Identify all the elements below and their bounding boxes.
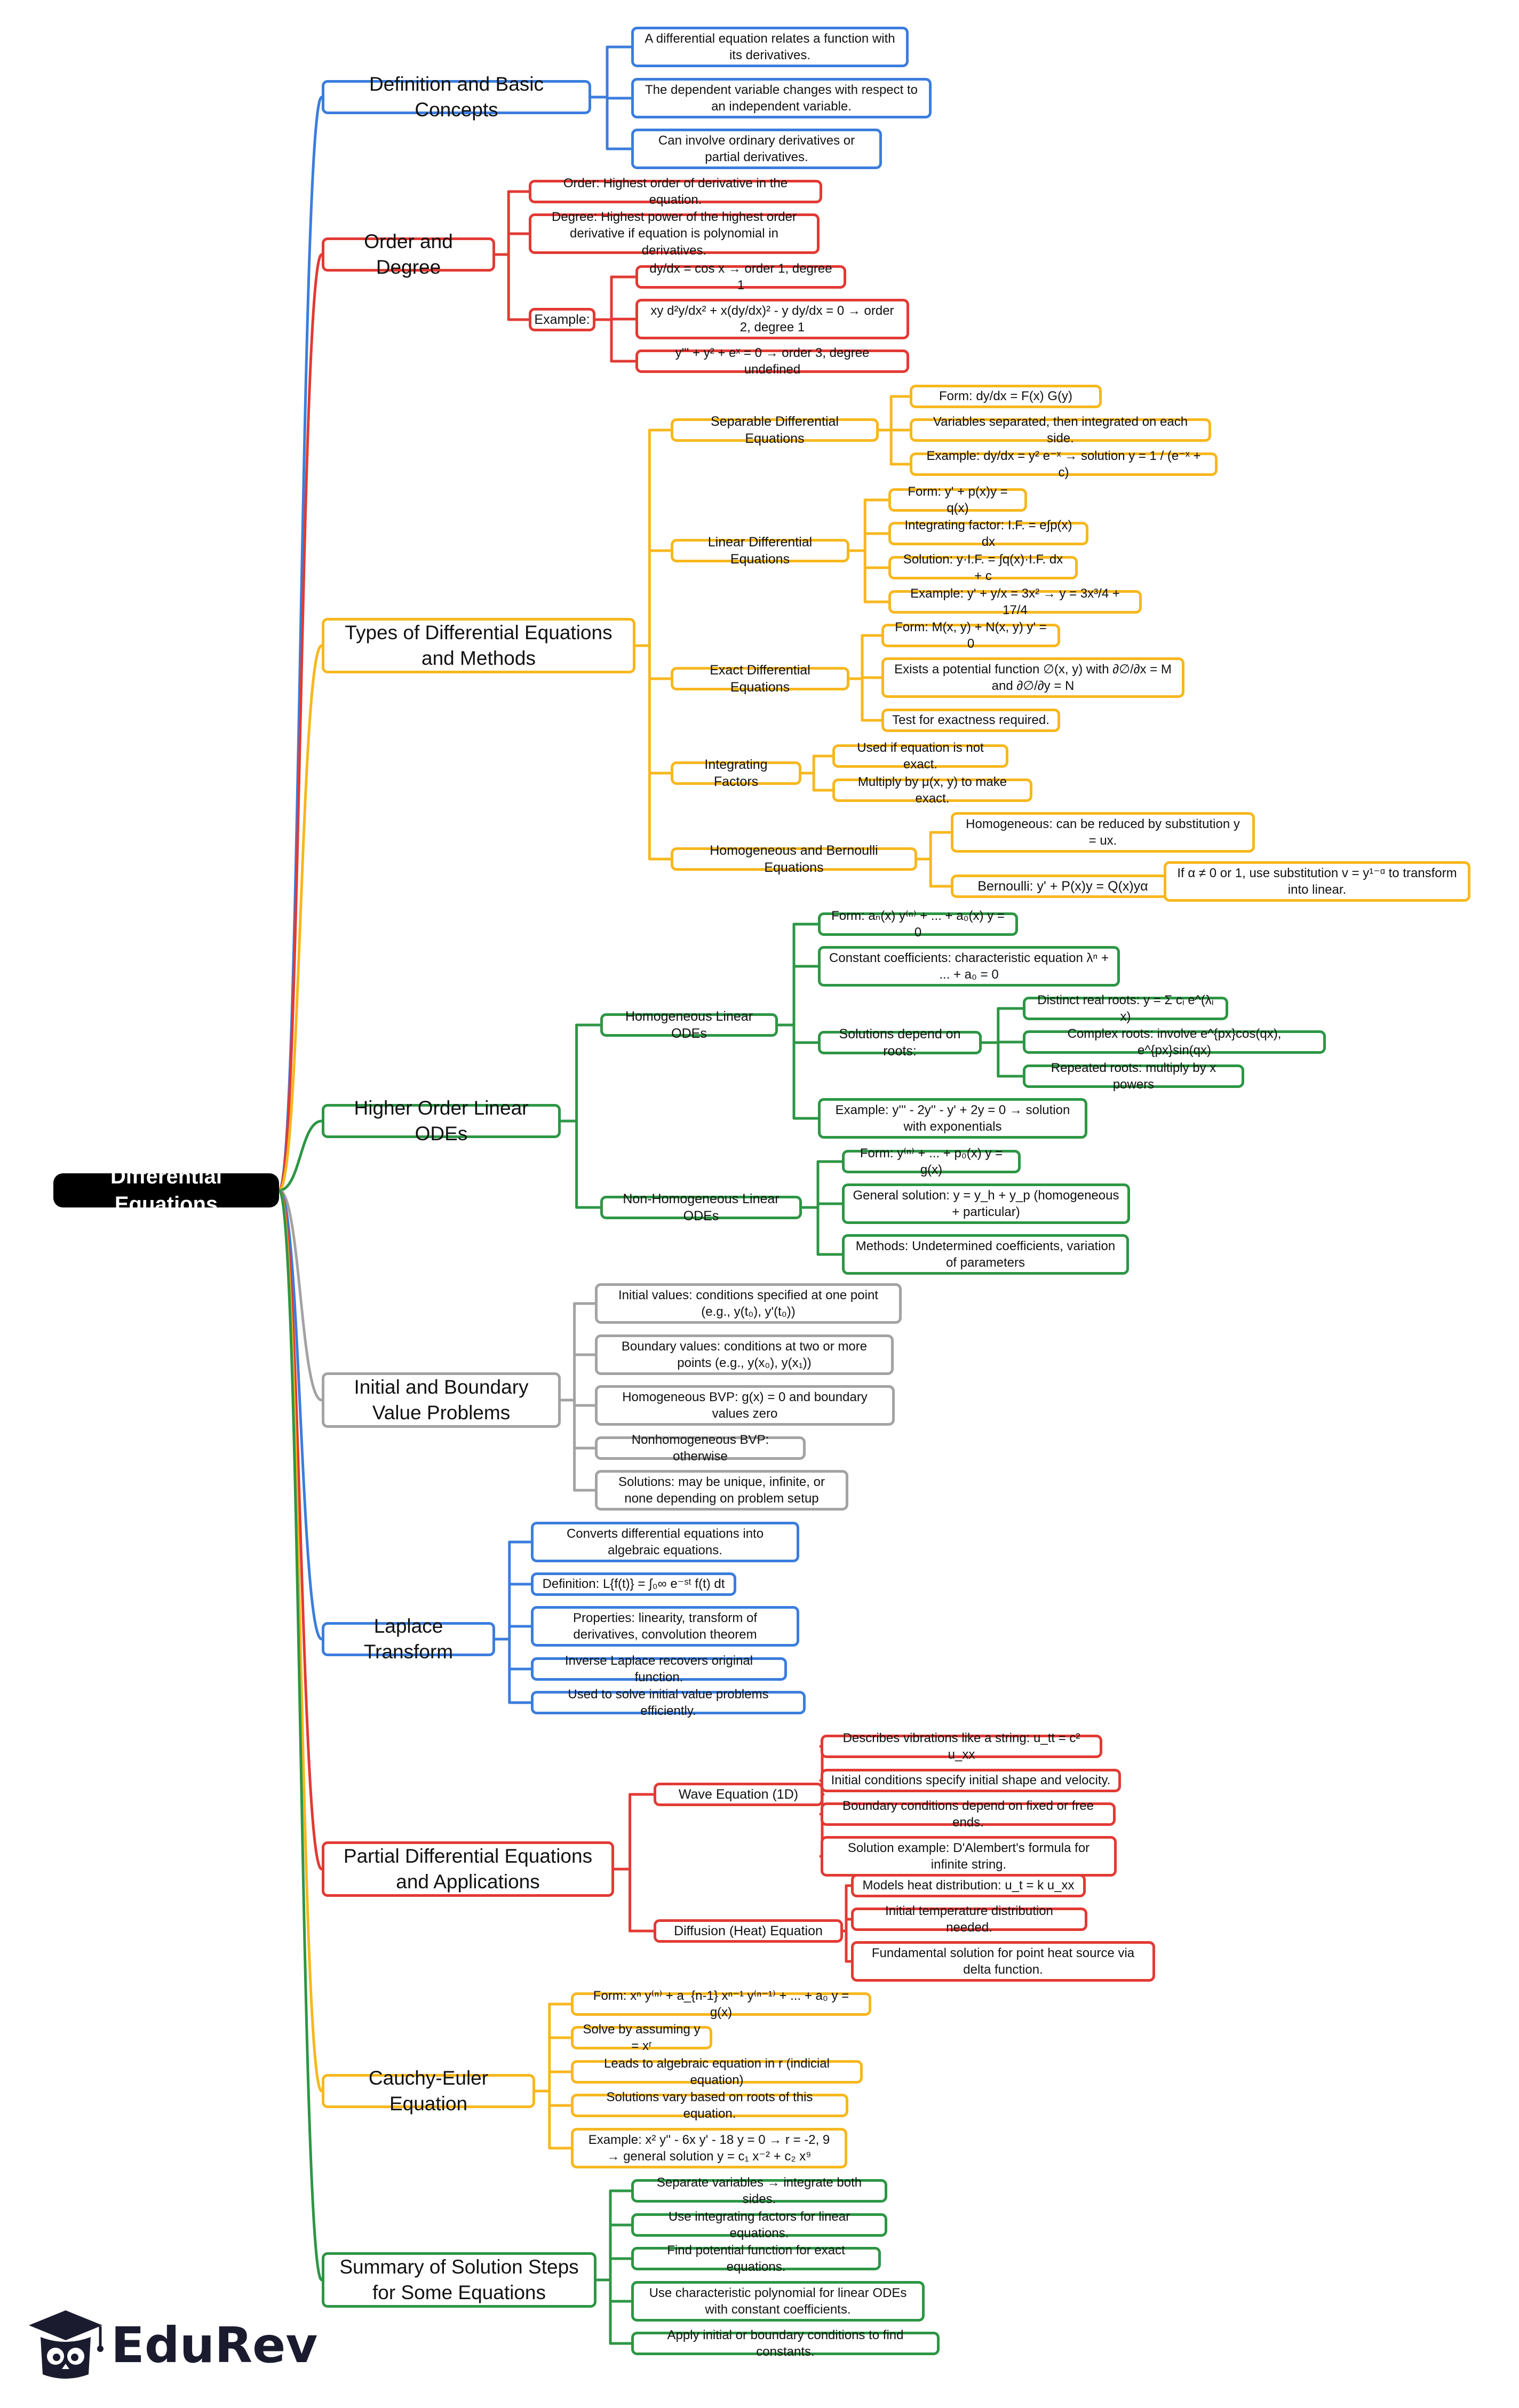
node-used-to-solve-initial-value-problems-eff: Used to solve initial value problems eff… (531, 1687, 806, 1718)
node-properties-linearity-transform-of-deriva: Properties: linearity, transform of deri… (531, 1606, 799, 1647)
node-initial-values-conditions-specified-at-o: Initial values: conditions specified at … (595, 1283, 902, 1324)
node-inverse-laplace-recovers-original-functi: Inverse Laplace recovers original functi… (531, 1654, 787, 1684)
node-form-a-x-y-a-x-y-0: Form: aₙ(x) y⁽ⁿ⁾ + ... + a₀(x) y = 0 (818, 909, 1018, 940)
node-example-y-2y-y-2y-0-solution-with-expone: Example: y''' - 2y'' - y' + 2y = 0 → sol… (818, 1098, 1087, 1139)
node-form-y-p-x-y-g-x: Form: y⁽ⁿ⁾ + ... + p₀(x) y = g(x) (842, 1146, 1021, 1177)
node-boundary-values-conditions-at-two-or-mor: Boundary values: conditions at two or mo… (595, 1334, 894, 1375)
node-bernoulli-y-p-x-y-q-x-y: Bernoulli: y' + P(x)y = Q(x)yα (951, 875, 1175, 898)
topic-higher-order-linear-odes: Higher Order Linear ODEs (322, 1097, 561, 1145)
node-integrating-factor-i-f-e-p-x-dx: Integrating factor: I.F. = e∫p(x) dx (888, 518, 1088, 549)
node-fundamental-solution-for-point-heat-sour: Fundamental solution for point heat sour… (851, 1941, 1155, 1982)
node-separate-variables-integrate-both-sides: Separate variables → integrate both side… (631, 2175, 887, 2206)
node-apply-initial-or-boundary-conditions-to-: Apply initial or boundary conditions to … (631, 2328, 940, 2359)
node-form-dy-dx-f-x-g-y: Form: dy/dx = F(x) G(y) (910, 385, 1102, 408)
topic-partial-differential-equations-and-appli: Partial Differential Equations and Appli… (322, 1841, 614, 1897)
topic-laplace-transform: Laplace Transform (322, 1615, 495, 1663)
node-constant-coefficients-characteristic-equ: Constant coefficients: characteristic eq… (818, 946, 1120, 987)
edurev-logo: EduRev (26, 2304, 317, 2384)
node-repeated-roots-multiply-by-x-powers: Repeated roots: multiply by x powers (1023, 1061, 1244, 1092)
topic-types-of-differential-equations-and-meth: Types of Differential Equations and Meth… (322, 618, 635, 673)
connector-line (279, 1119, 322, 1192)
node-form-x-y-a-n-1-x-y-a-y-g-x: Form: xⁿ y⁽ⁿ⁾ + a_{n-1} xⁿ⁻¹ y⁽ⁿ⁻¹⁾ + ..… (571, 1989, 871, 2020)
node-use-integrating-factors-for-linear-equat: Use integrating factors for linear equat… (631, 2210, 887, 2240)
connector-line (277, 1189, 323, 2093)
node-non-homogeneous-linear-odes: Non-Homogeneous Linear ODEs (600, 1191, 802, 1223)
node-variables-separated-then-integrated-on-e: Variables separated, then integrated on … (910, 415, 1211, 446)
node-describes-vibrations-like-a-string-u-tt-: Describes vibrations like a string: u_tt… (821, 1731, 1102, 1762)
topic-summary-of-solution-steps-for-some-equat: Summary of Solution Steps for Some Equat… (322, 2252, 597, 2308)
node-solve-by-assuming-y-x: Solve by assuming y = xʳ (571, 2022, 712, 2053)
node-example-x-y-6x-y-18-y-0-r-2-9-general-so: Example: x² y'' - 6x y' - 18 y = 0 → r =… (571, 2128, 847, 2168)
connector-line (277, 1189, 323, 2282)
node-general-solution-y-y-h-y-p-homogeneous-p: General solution: y = y_h + y_p (homogen… (842, 1183, 1130, 1224)
node-homogeneous-bvp-g-x-0-and-boundary-value: Homogeneous BVP: g(x) = 0 and boundary v… (595, 1385, 895, 1426)
connector-line (278, 644, 323, 1192)
node-distinct-real-roots-y-c-e-x: Distinct real roots: y = Σ cᵢ e^(λᵢ x) (1023, 993, 1228, 1024)
connector-line (277, 253, 323, 1192)
node-a-differential-equation-relates-a-functi: A differential equation relates a functi… (631, 27, 909, 67)
node-diffusion-heat-equation: Diffusion (Heat) Equation (654, 1919, 843, 1943)
topic-cauchy-euler-equation: Cauchy-Euler Equation (322, 2067, 535, 2115)
node-solutions-depend-on-roots: Solutions depend on roots: (818, 1027, 982, 1059)
node-wave-equation-1d: Wave Equation (1D) (654, 1783, 823, 1806)
topic-initial-and-boundary-value-problems: Initial and Boundary Value Problems (322, 1372, 561, 1428)
node-form-y-p-x-y-q-x: Form: y' + p(x)y = q(x) (888, 484, 1027, 515)
node-order-highest-order-of-derivative-in-the: Order: Highest order of derivative in th… (529, 176, 822, 207)
node-complex-roots-involve-e-px-cos-qx-e-px-s: Complex roots: involve e^{px}cos(qx), e^… (1023, 1027, 1326, 1058)
connector-line (279, 1189, 322, 1402)
topic-definition-and-basic-concepts: Definition and Basic Concepts (322, 73, 591, 121)
node-boundary-conditions-depend-on-fixed-or-f: Boundary conditions depend on fixed or f… (821, 1799, 1116, 1830)
node-xy-d-y-dx-x-dy-dx-y-dy-dx-0-order-2-degr: xy d²y/dx² + x(dy/dx)² - y dy/dx = 0 → o… (635, 299, 909, 339)
node-initial-temperature-distribution-needed: Initial temperature distribution needed. (851, 1904, 1087, 1935)
node-initial-conditions-specify-initial-shape: Initial conditions specify initial shape… (821, 1769, 1121, 1792)
graduate-owl-icon (29, 2310, 104, 2379)
node-example-y-y-x-3x-y-3x-4-17-4: Example: y' + y/x = 3x² → y = 3x³/4 + 17… (888, 586, 1142, 617)
connector-line (278, 1189, 323, 1641)
node-exists-a-potential-function-x-y-with-x-m: Exists a potential function ∅(x, y) with… (881, 657, 1184, 698)
node-linear-differential-equations: Linear Differential Equations (671, 535, 849, 567)
node-degree-highest-power-of-the-highest-orde: Degree: Highest power of the highest ord… (529, 210, 820, 258)
root-title: Differential Equations (53, 1165, 279, 1216)
node-nonhomogeneous-bvp-otherwise: Nonhomogeneous BVP: otherwise (595, 1433, 806, 1464)
node-leads-to-algebraic-equation-in-r-indicia: Leads to algebraic equation in r (indici… (571, 2056, 863, 2087)
node-solutions-vary-based-on-roots-of-this-eq: Solutions vary based on roots of this eq… (571, 2090, 848, 2121)
node-example: Example: (529, 308, 595, 331)
node-homogeneous-and-bernoulli-equations: Homogeneous and Bernoulli Equations (671, 843, 917, 875)
node-multiply-by-x-y-to-make-exact: Multiply by μ(x, y) to make exact. (832, 775, 1032, 806)
node-homogeneous-can-be-reduced-by-substituti: Homogeneous: can be reduced by substitut… (951, 812, 1255, 853)
node-if-0-or-1-use-substitution-v-y-to-transf: If α ≠ 0 or 1, use substitution v = y¹⁻ᵅ… (1164, 861, 1470, 902)
connector-line (277, 96, 323, 1192)
node-integrating-factors: Integrating Factors (671, 757, 801, 789)
node-homogeneous-linear-odes: Homogeneous Linear ODEs (600, 1009, 778, 1041)
node-solutions-may-be-unique-infinite-or-none: Solutions: may be unique, infinite, or n… (595, 1470, 848, 1511)
node-y-y-e-0-order-3-degree-undefined: y''' + y² + eˣ = 0 → order 3, degree und… (635, 346, 909, 377)
node-example-dy-dx-y-e-solution-y-1-e-c: Example: dy/dx = y² e⁻ˣ → solution y = 1… (910, 449, 1218, 480)
brand-name: EduRev (111, 2317, 318, 2374)
node-form-m-x-y-n-x-y-y-0: Form: M(x, y) + N(x, y) y' = 0 (881, 620, 1060, 651)
node-dy-dx-cos-x-order-1-degree-1: dy/dx = cos x → order 1, degree 1 (635, 261, 846, 292)
node-solution-y-i-f-q-x-i-f-dx-c: Solution: y·I.F. = ∫q(x)·I.F. dx + c (888, 552, 1078, 583)
node-used-if-equation-is-not-exact: Used if equation is not exact. (832, 741, 1008, 772)
node-use-characteristic-polynomial-for-linear: Use characteristic polynomial for linear… (631, 2281, 925, 2322)
node-find-potential-function-for-exact-equati: Find potential function for exact equati… (631, 2243, 881, 2274)
node-exact-differential-equations: Exact Differential Equations (671, 663, 849, 695)
node-models-heat-distribution-u-t-k-u-xx: Models heat distribution: u_t = k u_xx (851, 1874, 1086, 1897)
node-separable-differential-equations: Separable Differential Equations (671, 414, 879, 446)
node-converts-differential-equations-into-alg: Converts differential equations into alg… (531, 1522, 799, 1562)
node-the-dependent-variable-changes-with-resp: The dependent variable changes with resp… (631, 78, 932, 118)
node-methods-undetermined-coefficients-variat: Methods: Undetermined coefficients, vari… (842, 1234, 1129, 1275)
node-definition-l-f-t-e-f-t-dt: Definition: L{f(t)} = ∫₀∞ e⁻ˢᵗ f(t) dt (531, 1572, 736, 1596)
node-solution-example-d-alembert-s-formula-fo: Solution example: D'Alembert's formula f… (821, 1836, 1117, 1877)
topic-order-and-degree: Order and Degree (322, 231, 495, 278)
node-can-involve-ordinary-derivatives-or-part: Can involve ordinary derivatives or part… (631, 129, 882, 169)
node-test-for-exactness-required: Test for exactness required. (881, 709, 1060, 732)
